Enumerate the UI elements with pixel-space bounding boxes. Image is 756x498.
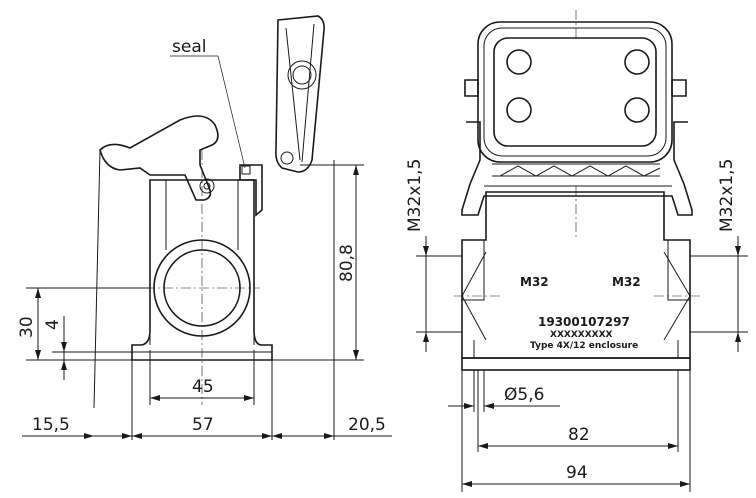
dim-45: 45 [192,377,214,397]
lid-boss-inner [292,65,312,85]
seal-label: seal [172,37,206,57]
thread-left-dim: M32x1,5 [405,159,425,232]
front-lid-inner [493,37,657,147]
dim-57: 57 [192,415,214,435]
thread-right-dim: M32x1,5 [717,159,737,232]
side-inner-lines [165,180,239,250]
side-feet [149,330,255,345]
lid-inner-line-2 [301,23,315,163]
front-dimensions: M32x1,5 M32x1,5 Ø5,6 82 94 [405,159,748,492]
front-base [461,357,691,371]
seal-zigzag [499,165,661,177]
left-extension-line [93,149,101,409]
dim-94: 94 [566,463,588,483]
ext-82 [477,370,679,452]
lid-hole-bl [506,97,532,123]
front-lever [461,121,693,216]
thread-right-ext [690,255,748,333]
base-ribs [473,340,679,358]
enclosure-type: Type 4X/12 enclosure [530,341,638,351]
pin-left [464,79,479,97]
side-dimensions: 30 4 80,8 45 57 15,5 20,5 [17,164,392,439]
m32-label-left: M32 [520,275,549,289]
lever-pivot-inner [203,182,211,190]
front-lid-rim [483,27,667,157]
lever-pivot [199,178,215,194]
side-lever [99,115,219,201]
lid-hole-tl [506,49,532,75]
dim-20-5: 20,5 [348,415,386,435]
dim-15-5: 15,5 [32,415,70,435]
serial-number: XXXXXXXXX [550,330,613,340]
dim-30: 30 [17,316,37,338]
side-pin-block [239,164,263,217]
body-left-detail [462,240,485,301]
seal-leader [217,55,246,169]
body-right-detail [667,240,690,301]
part-number: 19300107297 [538,315,630,329]
lid-boss [287,60,317,90]
front-lid-outer [477,21,673,163]
front-view: M32 M32 19300107297 XXXXXXXXX Type 4X/12… [461,10,693,371]
lid-hole-tr [624,49,650,75]
hole-ext [473,370,485,412]
lid-hole-br [624,97,650,123]
seal-marker [241,165,251,175]
m32-label-right: M32 [612,275,641,289]
side-view: seal [93,15,335,440]
lid-hinge [280,151,294,165]
dim-82: 82 [568,425,590,445]
hole-dim: Ø5,6 [504,385,544,405]
ext-94 [461,370,691,492]
dim-80-8: 80,8 [337,244,357,282]
lid-inner-line [285,27,301,161]
side-lid [275,15,325,173]
dim-4: 4 [43,319,63,330]
pin-right [671,79,687,97]
thread-left-ext [416,255,462,333]
